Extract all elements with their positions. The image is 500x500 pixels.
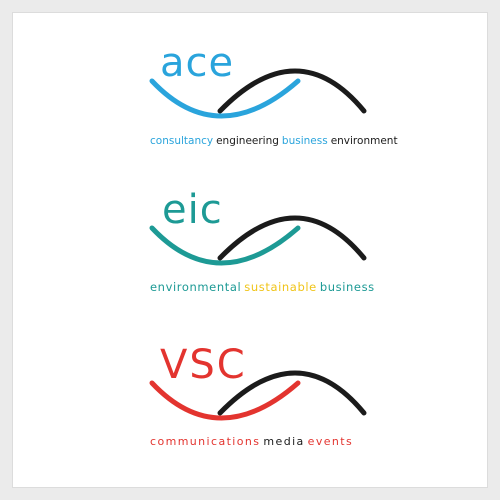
eic-swoosh-graphic (149, 215, 367, 266)
eic-tagline-word-2: sustainable (244, 280, 317, 294)
vsc-swoosh-graphic (149, 370, 367, 421)
vsc-tagline-word-2: media (263, 435, 305, 448)
vsc-tagline-word-3: events (307, 435, 354, 448)
eic-wordmark: eic (162, 187, 223, 233)
ace-wordmark: ace (160, 40, 235, 86)
ace-tagline-word-2: engineering (216, 135, 279, 147)
vsc-tagline-word-1: communications (150, 435, 261, 448)
ace-tagline-word-4: environment (330, 135, 398, 147)
ace-tagline-word-1: consultancy (150, 135, 214, 147)
eic-tagline-word-3: business (319, 280, 375, 294)
ace-swoosh-graphic (149, 68, 367, 119)
ace-tagline-word-3: business (281, 135, 328, 147)
vsc-wordmark: vsc (160, 342, 247, 388)
eic-tagline-word-1: environmental (150, 280, 242, 294)
